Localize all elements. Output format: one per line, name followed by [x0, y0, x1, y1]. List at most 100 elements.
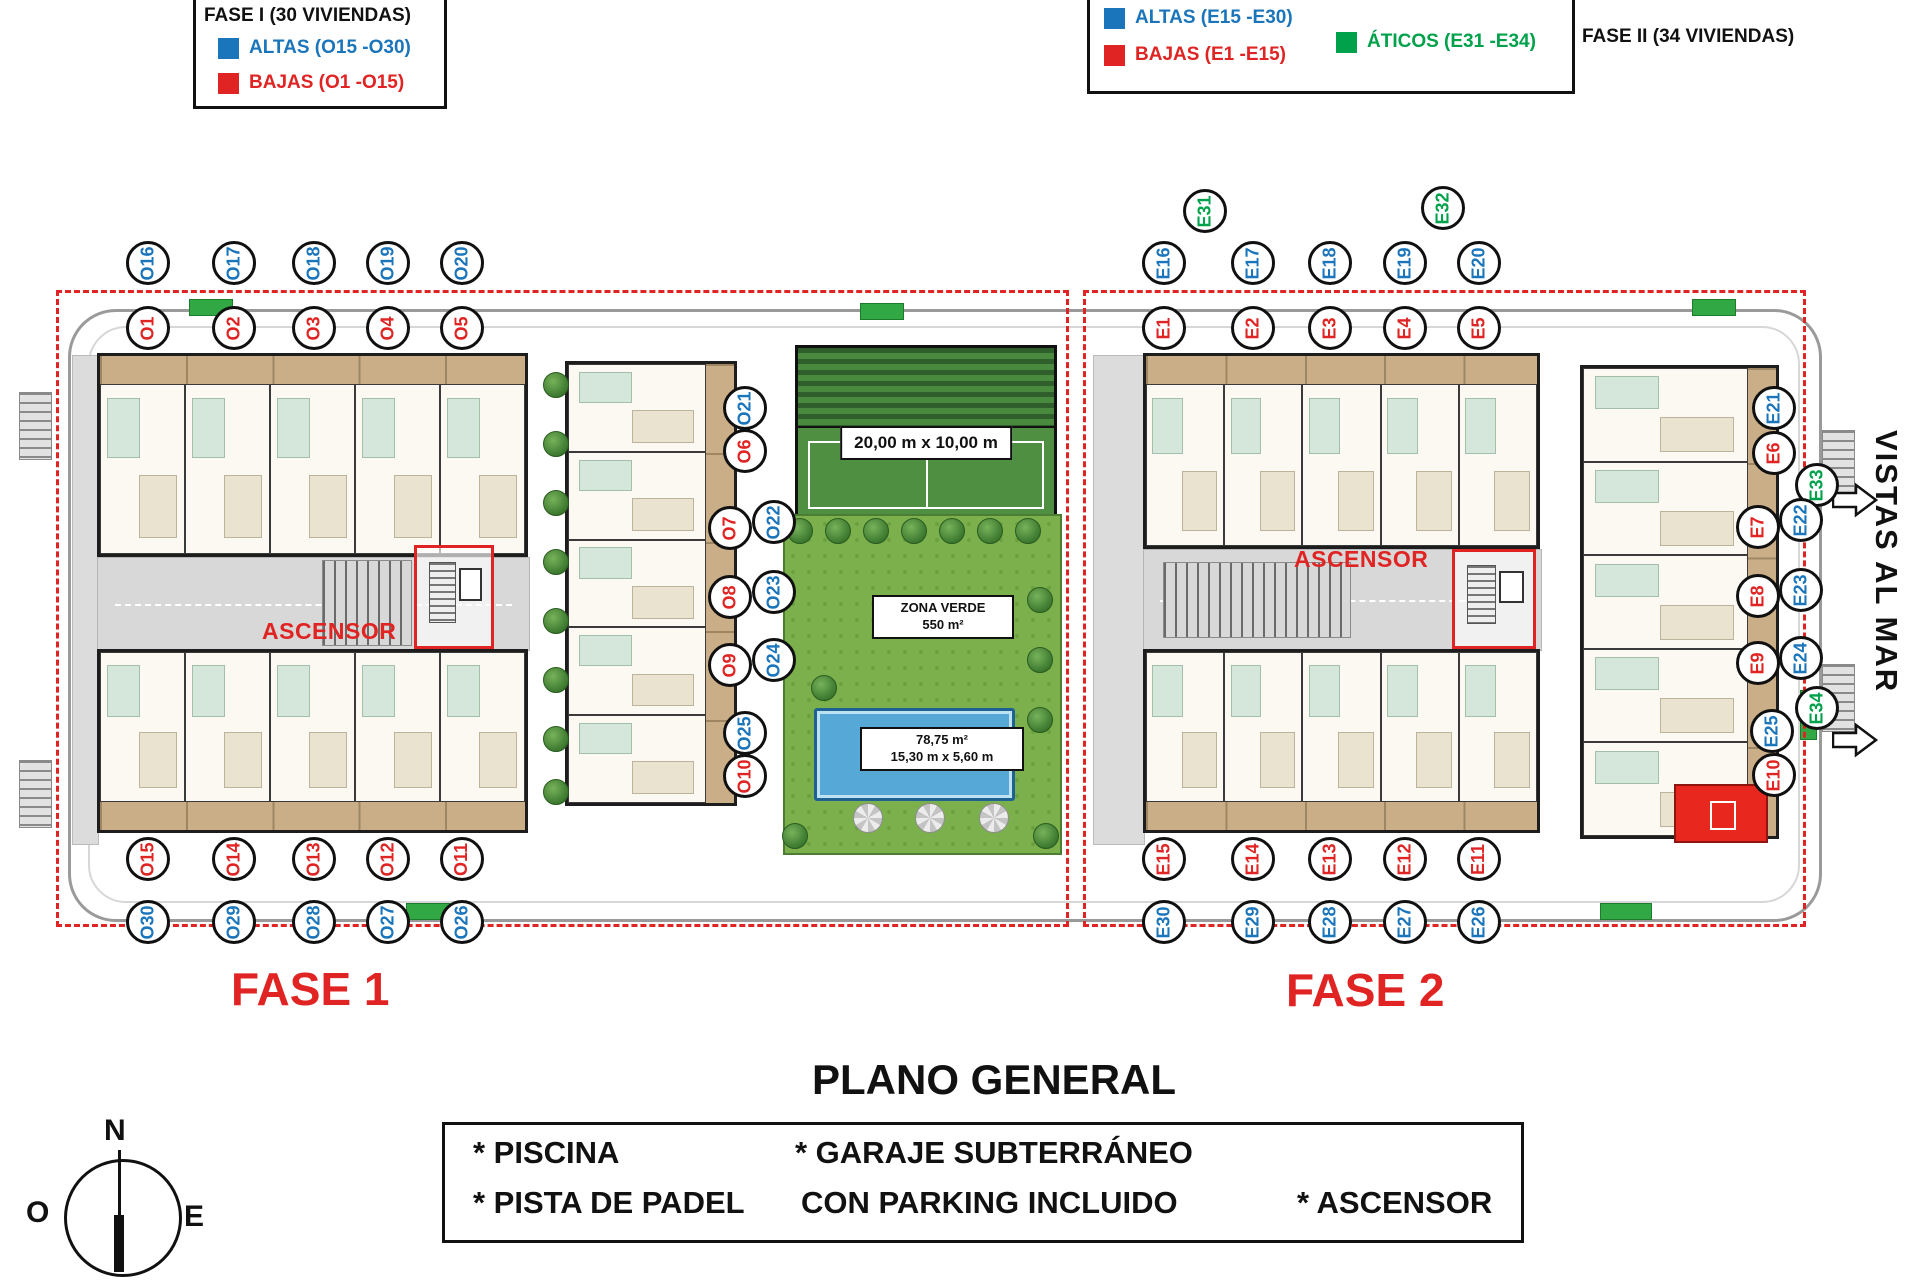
- tree-icon: [1027, 587, 1053, 613]
- blue-swatch-icon: [218, 37, 239, 59]
- unit-number: O22: [763, 504, 784, 540]
- apartment-unit: [355, 652, 440, 802]
- compass-north-label: N: [104, 1114, 126, 1147]
- page-title: PLANO GENERAL: [812, 1056, 1177, 1103]
- unit-number: E27: [1394, 905, 1415, 939]
- unit-label-O28: O28: [292, 900, 336, 944]
- exterior-stairs: [19, 760, 52, 828]
- unit-label-O11: O11: [440, 837, 484, 881]
- apartment-unit: [1583, 555, 1748, 649]
- unit-number: E25: [1761, 714, 1782, 748]
- fase1-boundary: [56, 290, 1069, 927]
- apartment-unit: [1146, 652, 1225, 802]
- unit-label-E12: E12: [1383, 837, 1427, 881]
- unit-label-O23: O23: [752, 570, 796, 614]
- padel-court: 20,00 m x 10,00 m: [795, 345, 1057, 520]
- legend-item: BAJAS (O1 -O15): [218, 72, 444, 94]
- building-f2-top: [1143, 353, 1540, 549]
- unit-number: E29: [1242, 905, 1263, 939]
- ascensor-label-fase2: ASCENSOR: [1294, 546, 1429, 572]
- elevator-core: [1452, 549, 1536, 649]
- fase2-title: FASE 2: [1286, 964, 1445, 1016]
- unit-label-E15: E15: [1142, 837, 1186, 881]
- tree-icon: [1033, 823, 1059, 849]
- unit-number: O11: [451, 842, 472, 876]
- unit-number: O1: [137, 315, 158, 341]
- unit-number: E10: [1763, 758, 1784, 792]
- unit-label-O30: O30: [126, 900, 170, 944]
- units-f1-top: [100, 384, 525, 554]
- unit-number: E9: [1747, 651, 1768, 675]
- planter: [1600, 903, 1652, 920]
- planter: [1692, 299, 1736, 316]
- unit-number: E13: [1319, 842, 1340, 876]
- legend-fase2-title: FASE II (34 VIVIENDAS): [1582, 26, 1795, 47]
- apartment-unit: [270, 652, 355, 802]
- unit-number: E3: [1319, 316, 1340, 340]
- features-box: * PISCINA * GARAJE SUBTERRÁNEO * PISTA D…: [442, 1122, 1524, 1243]
- unit-label-E2: E2: [1231, 306, 1275, 350]
- apartment-unit: [1458, 652, 1538, 802]
- elevator-core: [414, 545, 494, 649]
- unit-number: E32: [1432, 191, 1453, 225]
- apartment-unit: [568, 539, 706, 628]
- blue-swatch-icon: [1104, 7, 1125, 29]
- tree-icon: [863, 518, 889, 544]
- apartment-unit: [568, 627, 706, 716]
- apartment-unit: [1146, 384, 1225, 546]
- unit-number: E2: [1242, 316, 1263, 340]
- unit-number: E34: [1806, 691, 1827, 725]
- pool-dimensions: 15,30 m x 5,60 m: [890, 748, 994, 764]
- unit-number: O16: [137, 245, 158, 281]
- unit-number: E19: [1394, 246, 1415, 280]
- legend-fase2-items-right: ÁTICOS (E31 -E34): [1336, 31, 1536, 53]
- unit-number: E23: [1790, 573, 1811, 607]
- fase1-title: FASE 1: [231, 963, 390, 1015]
- tree-icon: [543, 490, 569, 516]
- unit-number: O9: [719, 652, 740, 678]
- unit-number: O13: [303, 841, 324, 877]
- legend-label: ALTAS (E15 -E30): [1135, 7, 1293, 28]
- unit-label-E28: E28: [1308, 900, 1352, 944]
- pool-label: 78,75 m² 15,30 m x 5,60 m: [860, 727, 1024, 771]
- unit-label-E20: E20: [1457, 241, 1501, 285]
- legend-item: BAJAS (E1 -E15): [1104, 44, 1293, 66]
- unit-number: E24: [1790, 641, 1811, 675]
- unit-number: E33: [1806, 468, 1827, 502]
- apartment-unit: [185, 652, 270, 802]
- zona-verde-area: 550 m²: [922, 616, 964, 632]
- unit-label-O3: O3: [292, 306, 336, 350]
- unit-number: O15: [137, 841, 158, 877]
- parasol-icon: [853, 803, 883, 833]
- apartment-unit: [1583, 368, 1748, 462]
- unit-number: O23: [763, 574, 784, 610]
- unit-number: E8: [1747, 584, 1768, 608]
- unit-number: O5: [451, 315, 472, 341]
- terrace-strip-f2-top: [1146, 356, 1537, 384]
- unit-label-E14: E14: [1231, 837, 1275, 881]
- unit-label-E27: E27: [1383, 900, 1427, 944]
- legend-fase1-title: FASE I (30 VIVIENDAS): [204, 5, 411, 26]
- unit-label-E26: E26: [1457, 900, 1501, 944]
- red-swatch-icon: [1104, 44, 1125, 66]
- unit-label-E16: E16: [1142, 241, 1186, 285]
- unit-number: E1: [1153, 316, 1174, 340]
- apartment-unit: [100, 652, 185, 802]
- unit-number: O26: [451, 904, 472, 940]
- tree-icon: [543, 608, 569, 634]
- unit-number: O24: [763, 642, 784, 678]
- tree-icon: [543, 667, 569, 693]
- tree-icon: [543, 372, 569, 398]
- unit-number: O17: [223, 245, 244, 281]
- unit-label-E13: E13: [1308, 837, 1352, 881]
- parking-spaces: [322, 560, 412, 646]
- unit-label-E10: E10: [1752, 753, 1796, 797]
- unit-label-O27: O27: [366, 900, 410, 944]
- tree-icon: [977, 518, 1003, 544]
- exterior-stairs: [19, 392, 52, 460]
- unit-number: E12: [1394, 842, 1415, 876]
- unit-number: E18: [1319, 246, 1340, 280]
- tree-icon: [543, 549, 569, 575]
